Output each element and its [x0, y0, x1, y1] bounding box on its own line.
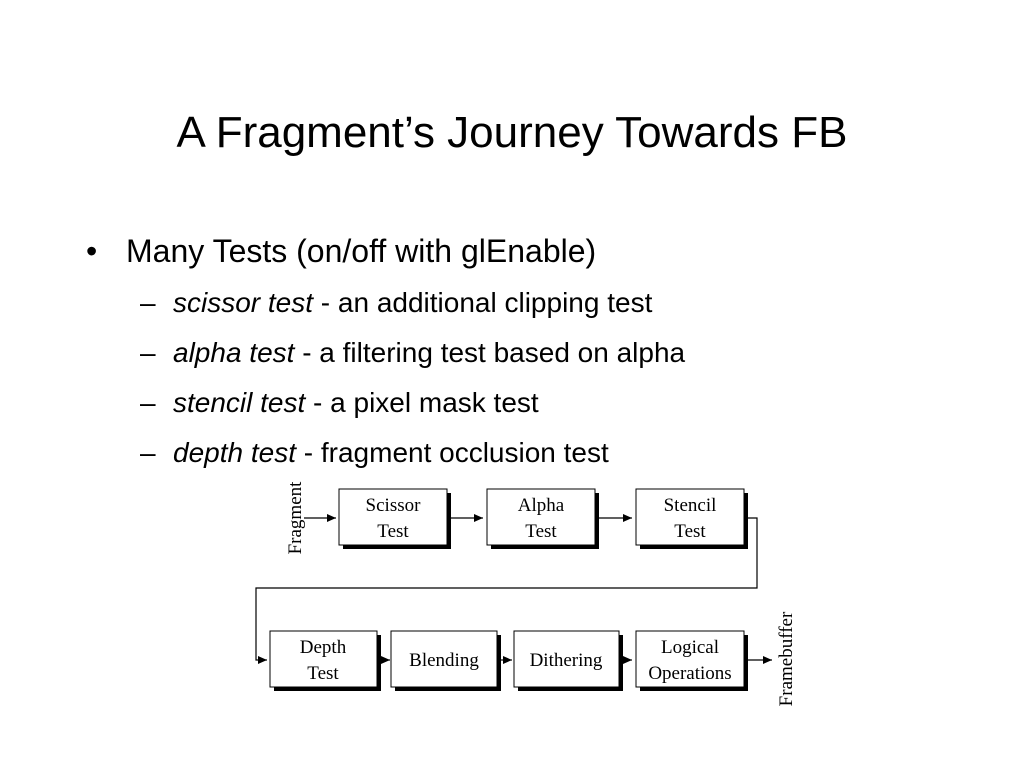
- alpha-test-label-line1: Alpha: [518, 495, 565, 516]
- fragment-input-label: Fragment: [285, 481, 306, 555]
- depth-test-label-line2: Test: [307, 663, 339, 684]
- sub-bullet-list: – scissor test - an additional clipping …: [86, 278, 986, 478]
- sub-bullet-depth-test: – depth test - fragment occlusion test: [86, 428, 986, 478]
- stencil-test-label-line1: Stencil: [664, 495, 717, 516]
- dash-marker: –: [140, 337, 156, 368]
- bullet-marker: •: [86, 233, 98, 269]
- logical-operations-label-line1: Logical: [661, 637, 719, 658]
- scissor-test-label-line1: Scissor: [366, 495, 422, 516]
- alpha-test-label-line2: Test: [525, 521, 557, 542]
- bullet-list: • Many Tests (on/off with glEnable) – sc…: [86, 228, 986, 478]
- sub-bullet-term: depth test: [173, 437, 296, 468]
- depth-test-box: Depth Test: [269, 630, 381, 691]
- blending-box: Blending: [390, 630, 501, 691]
- connector-stencil-to-depth: [255, 517, 758, 664]
- dash-marker: –: [140, 387, 156, 418]
- sub-bullet-term: alpha test: [173, 337, 295, 368]
- dithering-label: Dithering: [530, 650, 603, 671]
- sub-bullet-description: - an additional clipping test: [313, 287, 653, 318]
- sub-bullet-scissor-test: – scissor test - an additional clipping …: [86, 278, 986, 328]
- sub-bullet-description: - a pixel mask test: [305, 387, 539, 418]
- sub-bullet-description: - a filtering test based on alpha: [294, 337, 686, 368]
- blending-label: Blending: [409, 650, 479, 671]
- stencil-test-label-line2: Test: [674, 521, 706, 542]
- alpha-test-box: Alpha Test: [486, 488, 599, 549]
- sub-bullet-term: stencil test: [173, 387, 306, 418]
- bullet-text: Many Tests (on/off with glEnable): [126, 233, 597, 269]
- scissor-test-label-line2: Test: [377, 521, 409, 542]
- logical-operations-label-line2: Operations: [648, 663, 731, 684]
- dash-marker: –: [140, 287, 156, 318]
- depth-test-label-line1: Depth: [300, 637, 347, 658]
- framebuffer-output-label: Framebuffer: [776, 611, 797, 706]
- sub-bullet-description: - fragment occlusion test: [295, 437, 609, 468]
- scissor-test-box: Scissor Test: [338, 488, 451, 549]
- slide-title: A Fragment’s Journey Towards FB: [176, 108, 848, 157]
- logical-operations-box: Logical Operations: [635, 630, 748, 691]
- dash-marker: –: [140, 437, 156, 468]
- bullet-item-many-tests: • Many Tests (on/off with glEnable): [86, 228, 986, 274]
- dithering-box: Dithering: [513, 630, 623, 691]
- sub-bullet-stencil-test: – stencil test - a pixel mask test: [86, 378, 986, 428]
- stencil-test-box: Stencil Test: [635, 488, 748, 549]
- sub-bullet-alpha-test: – alpha test - a filtering test based on…: [86, 328, 986, 378]
- sub-bullet-term: scissor test: [173, 287, 314, 318]
